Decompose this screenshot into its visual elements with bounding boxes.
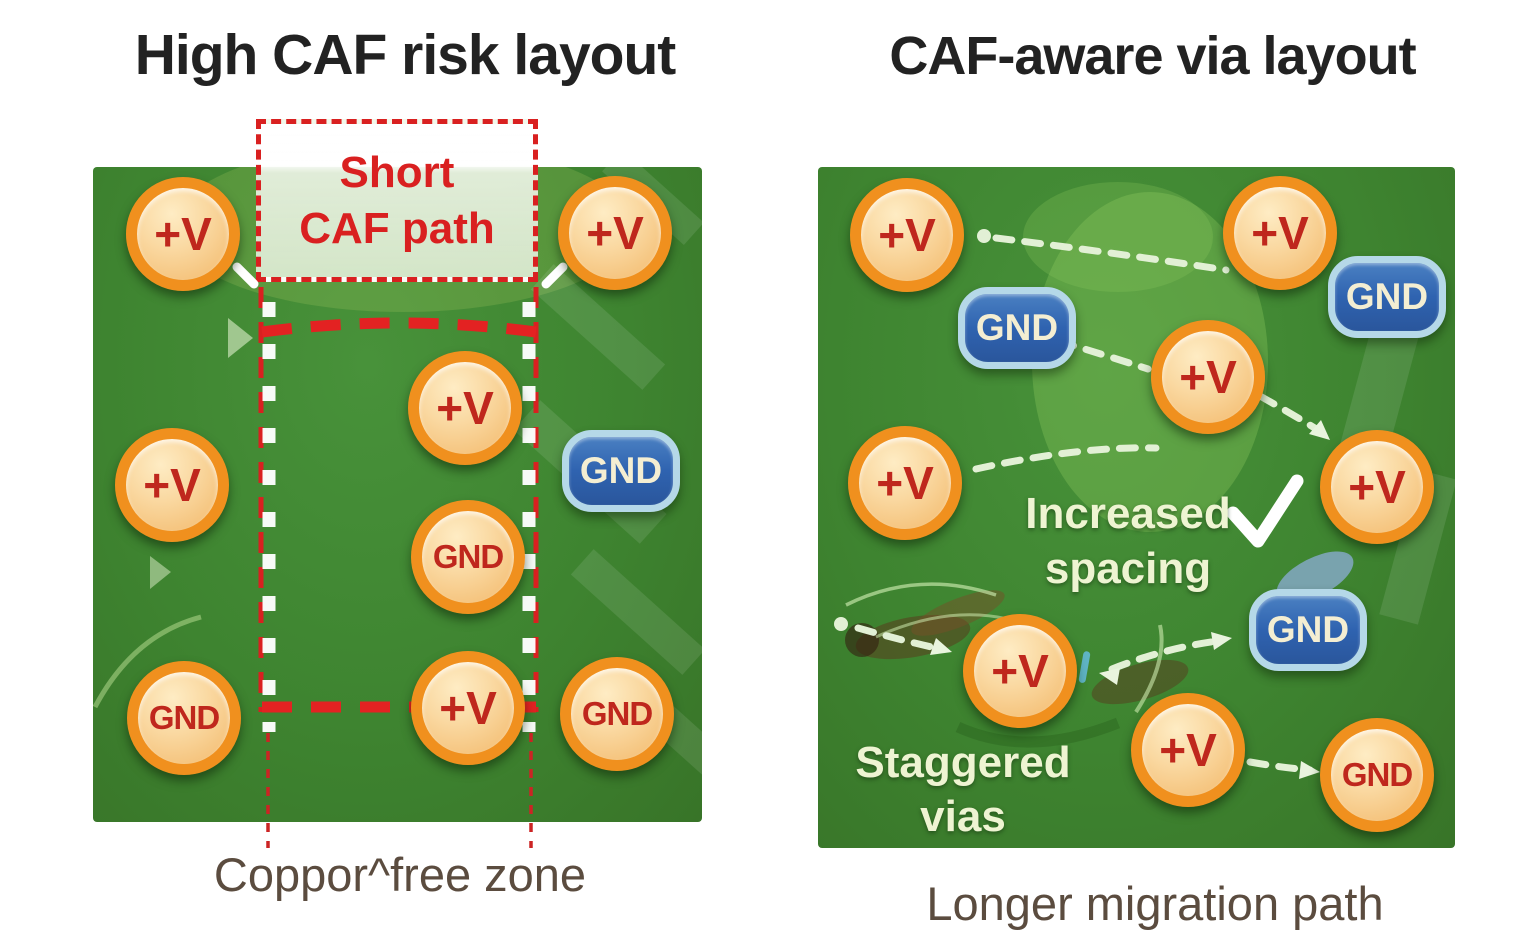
via-pv: +V [408, 351, 522, 465]
zone-label-line2: CAF path [299, 203, 495, 253]
left-panel-title: High CAF risk layout [134, 23, 677, 87]
via-pv: +V [963, 614, 1077, 728]
via-pv: +V [1320, 430, 1434, 544]
via-pv: +V [558, 176, 672, 290]
increased-spacing-label-line1: Increased [1025, 489, 1231, 538]
via-pv: +V [850, 178, 964, 292]
via-pv: +V [1131, 693, 1245, 807]
staggered-vias-label-line2: vias [920, 792, 1006, 841]
via-gnd-pad: GND [411, 500, 525, 614]
via-pv: +V [115, 428, 229, 542]
zone-label-line1: Short [339, 147, 455, 197]
gnd-badge: GND [1249, 589, 1367, 671]
via-pv: +V [126, 177, 240, 291]
via-gnd-pad: GND [127, 661, 241, 775]
increased-spacing-label-line2: spacing [1044, 544, 1212, 593]
via-gnd-pad: GND [1320, 718, 1434, 832]
via-pv: +V [411, 651, 525, 765]
via-pv: +V [848, 426, 962, 540]
longer-migration-path-caption: Longer migration path [926, 877, 1384, 930]
gnd-badge: GND [562, 430, 680, 512]
copper-free-zone-caption: Coppor^free zone [213, 848, 587, 901]
via-pv: +V [1223, 176, 1337, 290]
via-pv: +V [1151, 320, 1265, 434]
gnd-badge: GND [958, 287, 1076, 369]
gnd-badge: GND [1328, 256, 1446, 338]
short-caf-path-callout: Short CAF path [256, 119, 538, 282]
staggered-vias-label-line1: Staggered [855, 738, 1071, 787]
right-panel-title: CAF-aware via layout [889, 26, 1416, 86]
via-gnd-pad: GND [560, 657, 674, 771]
